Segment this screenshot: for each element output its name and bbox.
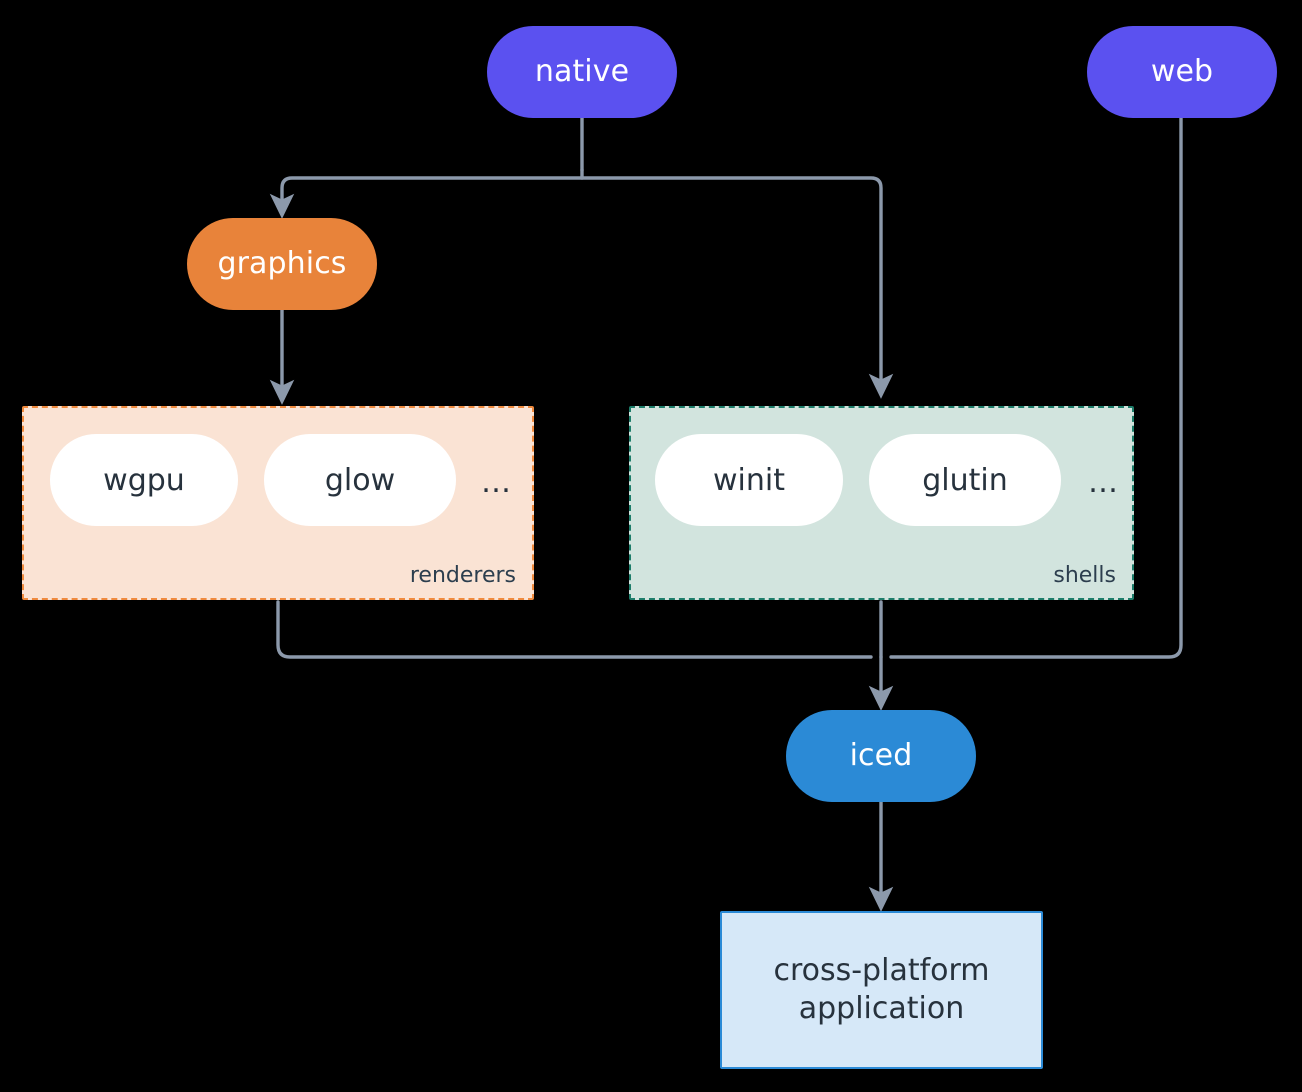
node-glutin-label: glutin <box>922 462 1008 498</box>
node-glow-label: glow <box>324 462 396 498</box>
node-iced-label: iced <box>849 737 913 773</box>
node-winit-label: winit <box>713 462 785 498</box>
node-wgpu[interactable]: wgpu <box>50 434 238 526</box>
application-line-1: cross-platform <box>773 952 990 988</box>
node-native-label: native <box>534 53 630 89</box>
group-shells-label: shells <box>1053 563 1116 588</box>
shells-ellipsis: … <box>1088 465 1118 500</box>
node-winit[interactable]: winit <box>655 434 843 526</box>
edge-native-to-graphics <box>269 168 584 219</box>
node-iced[interactable]: iced <box>786 710 976 802</box>
application-line-2: application <box>798 991 965 1026</box>
edge-native-to-shells <box>580 176 894 399</box>
node-glow[interactable]: glow <box>264 434 456 526</box>
edge-renderers-to-iced <box>276 600 873 659</box>
node-web[interactable]: web <box>1087 26 1277 118</box>
node-graphics[interactable]: graphics <box>187 218 377 310</box>
node-cross-platform-application[interactable]: cross-platform application <box>720 911 1043 1069</box>
node-web-label: web <box>1150 53 1214 89</box>
node-graphics-label: graphics <box>217 245 347 281</box>
node-glutin[interactable]: glutin <box>869 434 1061 526</box>
group-renderers-label: renderers <box>409 563 516 588</box>
node-wgpu-label: wgpu <box>103 462 185 498</box>
node-native[interactable]: native <box>487 26 677 118</box>
renderers-ellipsis: … <box>481 465 511 500</box>
